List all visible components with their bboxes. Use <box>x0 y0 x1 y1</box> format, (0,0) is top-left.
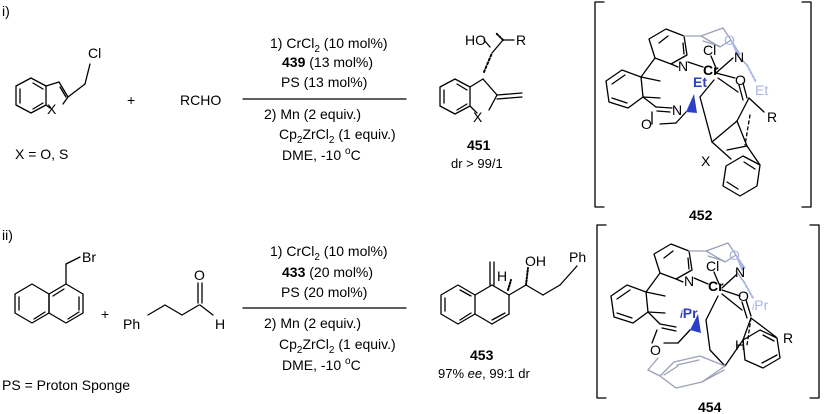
ts-452-x: X <box>701 153 711 169</box>
ts-454-cl: Cl <box>706 258 719 274</box>
conditions-i-line2: 439 (13 mol%) <box>282 54 373 70</box>
product-451-structure <box>439 39 523 115</box>
conditions-i-line1: 1) CrCl2 (10 mol%) <box>270 35 388 55</box>
ts-454-r: R <box>783 330 793 346</box>
product-451-dr: dr > 99/1 <box>451 156 503 171</box>
substrate-ii-bromine: Br <box>82 249 96 265</box>
ts-452-cr: Cr <box>703 62 719 78</box>
ts-452-n-left: N <box>678 58 688 74</box>
aldehyde-rcho: RCHO <box>180 92 221 108</box>
ts-454-h: H <box>735 337 745 353</box>
product-451-x: X <box>473 109 483 125</box>
product-451-r: R <box>516 32 526 48</box>
ts-454-n-top: N <box>735 264 745 280</box>
substrate-benzoheterocycle-chloromethyl <box>15 63 91 114</box>
plus-sign-i: + <box>127 92 135 108</box>
ts-454-cr: Cr <box>708 278 724 294</box>
ts-452-n-top: N <box>734 49 744 65</box>
ts-452-o-low: O <box>641 116 652 132</box>
conditions-i-line6: DME, -10 oC <box>282 146 361 163</box>
ts-454-structure <box>610 242 781 369</box>
bracket-454 <box>596 224 820 399</box>
aldehyde-3-phenylpropanal <box>147 282 214 316</box>
conditions-ii-line4: 2) Mn (2 equiv.) <box>264 315 361 331</box>
aldehyde-h: H <box>215 316 225 332</box>
aldehyde-o: O <box>194 267 205 283</box>
ts-452-n-low: N <box>672 102 682 118</box>
ts-454-o-top: O <box>729 247 740 263</box>
bracket-452 <box>594 1 812 208</box>
ps-definition: PS = Proton Sponge <box>2 377 130 393</box>
product-453-oh: OH <box>525 253 546 269</box>
compound-number-453: 453 <box>470 347 494 363</box>
ts-452-structure <box>605 27 765 197</box>
product-453-selectivity: 97% ee, 99:1 dr <box>438 366 530 381</box>
plus-sign-ii: + <box>101 306 109 322</box>
ts-452-o-right: O <box>735 72 746 88</box>
ts-452-r: R <box>767 109 777 125</box>
substrate-1-bromomethylnaphthalene <box>14 256 84 324</box>
compound-number-452: 452 <box>689 207 713 223</box>
ts-454-o-low: O <box>650 342 661 358</box>
product-453-h: H <box>497 268 507 284</box>
conditions-ii-line2: 433 (20 mol%) <box>282 264 373 280</box>
compound-number-451: 451 <box>467 137 491 153</box>
ts-454-n-left: N <box>684 273 694 289</box>
part-i-label: i) <box>2 3 10 19</box>
product-453-ph: Ph <box>569 249 586 265</box>
substrate-i-x: X <box>47 101 57 117</box>
ts-454-ipr-top: iPr <box>752 297 769 313</box>
conditions-ii-line6: DME, -10 oC <box>282 356 361 373</box>
ts-452-cl: Cl <box>703 42 716 58</box>
ts-452-et-top: Et <box>755 82 768 98</box>
product-451-ho: HO <box>465 32 486 48</box>
conditions-i-line4: 2) Mn (2 equiv.) <box>264 106 361 122</box>
aldehyde-ph: Ph <box>123 316 140 332</box>
conditions-i-line3: PS (13 mol%) <box>281 74 367 90</box>
conditions-i-line5: Cp2ZrCl2 (1 equiv.) <box>279 126 396 146</box>
ts-454-o-right: O <box>738 288 749 304</box>
substrate-i-caption: X = O, S <box>15 146 68 162</box>
conditions-ii-line1: 1) CrCl2 (10 mol%) <box>270 243 388 263</box>
product-453-structure <box>440 261 578 325</box>
conditions-ii-line5: Cp2ZrCl2 (1 equiv.) <box>279 336 396 356</box>
conditions-ii-line3: PS (20 mol%) <box>281 284 367 300</box>
compound-number-454: 454 <box>698 399 722 414</box>
ts-454-naphthalene-fragment <box>647 355 726 389</box>
substrate-i-chlorine: Cl <box>88 45 101 61</box>
ts-452-o-top: O <box>724 32 735 48</box>
ts-454-ipr-mid: iPr <box>680 305 698 321</box>
ts-452-et-mid: Et <box>693 74 707 90</box>
part-ii-label: ii) <box>2 227 13 243</box>
